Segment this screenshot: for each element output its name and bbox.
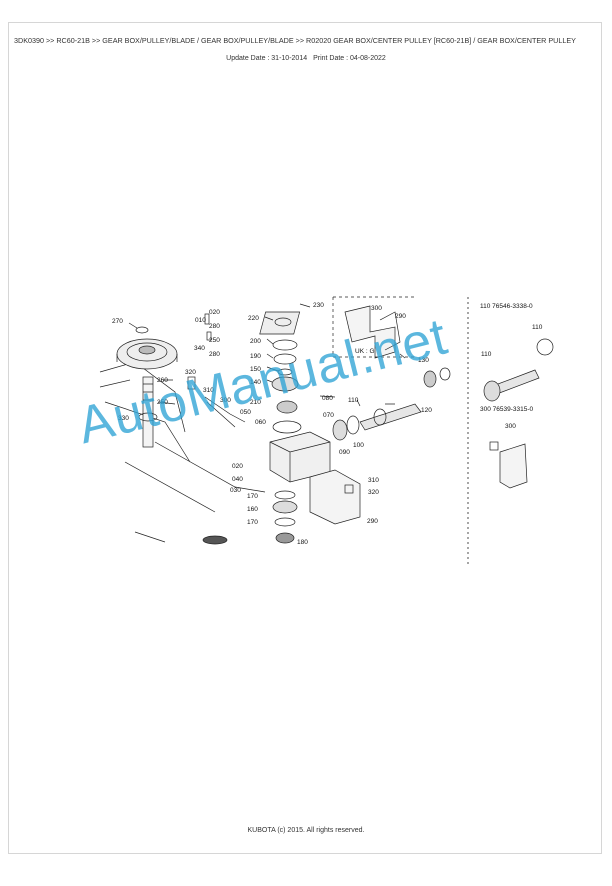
callout-320b: 320 bbox=[368, 489, 379, 496]
footer-copyright: KUBOTA (c) 2015. All rights reserved. bbox=[247, 827, 365, 834]
badge bbox=[202, 535, 228, 545]
callout-150: 150 bbox=[250, 366, 261, 373]
cover-220 bbox=[259, 311, 301, 335]
callout-090: 090 bbox=[339, 449, 350, 456]
callout-110a: 110 bbox=[348, 397, 359, 404]
callout-250b: 250 bbox=[209, 337, 220, 344]
callout-290a: 290 bbox=[395, 313, 406, 320]
inset-label: UK : G bbox=[355, 348, 375, 355]
callout-280a: 280 bbox=[209, 323, 220, 330]
callout-310a: 310 bbox=[203, 387, 214, 394]
callout-100: 100 bbox=[353, 442, 364, 449]
callout-190: 190 bbox=[250, 353, 261, 360]
breadcrumb: 3DK0390 >> RC60-21B >> GEAR BOX/PULLEY/B… bbox=[14, 36, 576, 45]
nut-180 bbox=[275, 532, 295, 544]
callout-330: 330 bbox=[118, 415, 129, 422]
inset-divider bbox=[332, 296, 415, 358]
seal-190 bbox=[273, 353, 297, 365]
callout-170b: 170 bbox=[247, 519, 258, 526]
callout-230: 230 bbox=[313, 302, 324, 309]
callout-300b: 300 bbox=[371, 305, 382, 312]
callout-170a: 170 bbox=[247, 493, 258, 500]
callout-250: 250 bbox=[157, 399, 168, 406]
seal-200 bbox=[272, 339, 298, 351]
callout-020b: 020 bbox=[232, 463, 243, 470]
page-border bbox=[8, 22, 602, 854]
callout-320a: 320 bbox=[185, 369, 196, 376]
bearing-160 bbox=[272, 500, 298, 514]
bearing-140 bbox=[271, 376, 299, 392]
callout-030: 030 bbox=[230, 487, 241, 494]
bracket-290 bbox=[309, 469, 361, 525]
bracket-300-new bbox=[499, 443, 528, 489]
callout-160: 160 bbox=[247, 506, 258, 513]
print-date: Print Date : 04-08-2022 bbox=[313, 55, 386, 62]
callout-210: 210 bbox=[250, 399, 261, 406]
callout-070: 070 bbox=[323, 412, 334, 419]
inset-bracket bbox=[344, 305, 396, 359]
callout-130: 130 bbox=[418, 357, 429, 364]
callout-270: 270 bbox=[112, 318, 123, 325]
callout-300a: 300 bbox=[220, 397, 231, 404]
callout-040: 040 bbox=[232, 476, 243, 483]
callout-120: 120 bbox=[421, 407, 432, 414]
shaft-260 bbox=[142, 376, 154, 448]
callout-180: 180 bbox=[297, 539, 308, 546]
update-date: Update Date : 31-10-2014 bbox=[226, 55, 308, 62]
callout-060: 060 bbox=[255, 419, 266, 426]
callout-220: 220 bbox=[248, 315, 259, 322]
callout-310b: 310 bbox=[368, 477, 379, 484]
part-number-110: 110 76546-3338-0 bbox=[480, 303, 533, 310]
date-line: Update Date : 31-10-2014 Print Date : 04… bbox=[0, 55, 612, 62]
callout-280b: 280 bbox=[209, 351, 220, 358]
callout-080: 080 bbox=[322, 395, 333, 402]
callout-340: 340 bbox=[194, 345, 205, 352]
deck-outline bbox=[99, 361, 266, 543]
callout-260: 260 bbox=[157, 377, 168, 384]
callout-290b: 290 bbox=[367, 518, 378, 525]
callout-020: 020 bbox=[209, 309, 220, 316]
callout-140: 140 bbox=[250, 379, 261, 386]
bearing-170a bbox=[274, 490, 296, 500]
part-number-300: 300 76539-3315-0 bbox=[480, 406, 534, 413]
callout-110-right-b: 110 bbox=[532, 324, 543, 331]
ring-150 bbox=[277, 368, 293, 376]
callout-300-right: 300 bbox=[505, 423, 516, 430]
gear-210 bbox=[276, 400, 298, 414]
callout-050: 050 bbox=[240, 409, 251, 416]
input-shaft bbox=[359, 403, 422, 431]
bearing-170b bbox=[274, 517, 296, 527]
callout-010: 010 bbox=[195, 317, 206, 324]
callout-110-right-a: 110 bbox=[481, 351, 492, 358]
ring-270 bbox=[135, 326, 149, 334]
exploded-parts-diagram: 270 260 250 330 010 020 280 250 340 280 … bbox=[99, 296, 554, 567]
callout-200: 200 bbox=[250, 338, 261, 345]
